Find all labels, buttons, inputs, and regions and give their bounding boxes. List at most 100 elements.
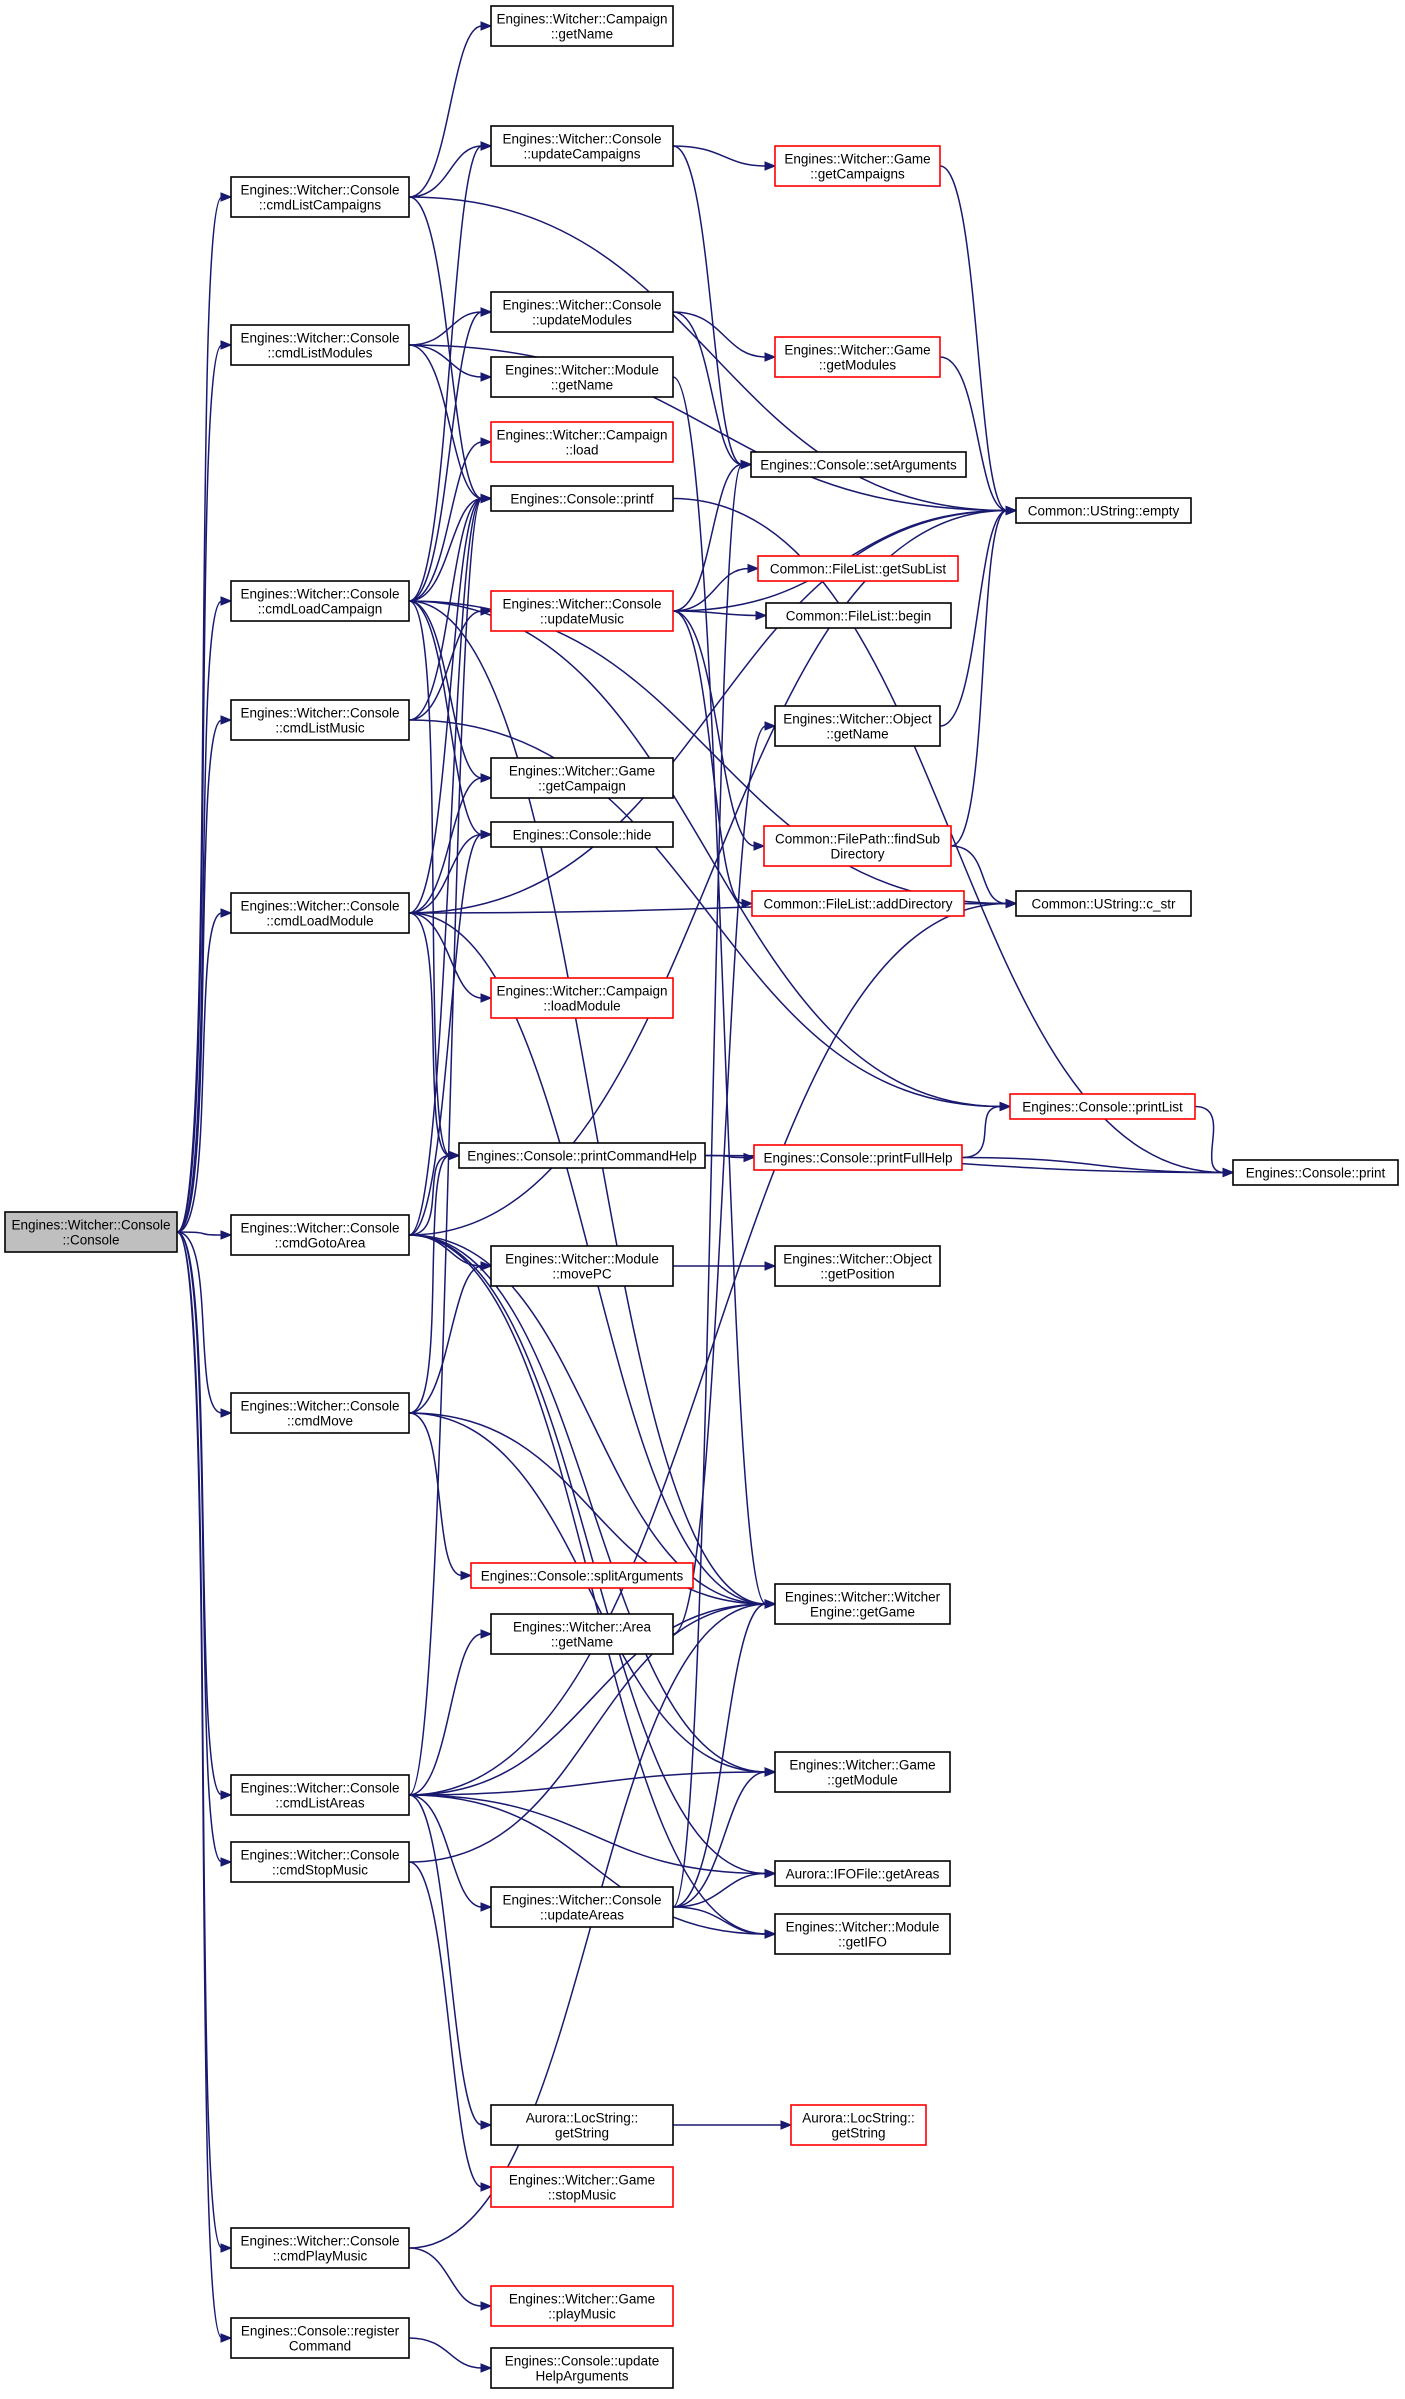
node-gameGetModule[interactable]: Engines::Witcher::Game::getModule xyxy=(774,1751,951,1793)
node-label: Engines::Witcher::Witcher xyxy=(785,1590,941,1605)
node-cmdGotoArea[interactable]: Engines::Witcher::Console::cmdGotoArea xyxy=(230,1214,410,1256)
node-cmdStopMusic[interactable]: Engines::Witcher::Console::cmdStopMusic xyxy=(230,1841,410,1883)
node-gameGetCampaign[interactable]: Engines::Witcher::Game::getCampaign xyxy=(490,757,674,799)
edge-root-to-cmdGotoArea xyxy=(176,1231,223,1236)
edge-root-to-cmdLoadModule xyxy=(176,912,223,1233)
node-label: ::updateModules xyxy=(532,313,632,328)
node-cmdLoadModule[interactable]: Engines::Witcher::Console::cmdLoadModule xyxy=(230,892,410,934)
node-box xyxy=(1232,1159,1399,1186)
node-getIFO[interactable]: Engines::Witcher::Module::getIFO xyxy=(774,1913,951,1955)
node-campaignGetName[interactable]: Engines::Witcher::Campaign::getName xyxy=(490,5,674,47)
arrowhead xyxy=(480,141,493,151)
node-label: Engines::Console::printFullHelp xyxy=(763,1151,952,1166)
node-updateMusic[interactable]: Engines::Witcher::Console::updateMusic xyxy=(490,590,674,632)
node-addDirectory[interactable]: Common::FileList::addDirectory xyxy=(751,890,965,917)
edge-cmdMove-to-printCommandHelp xyxy=(408,1154,451,1414)
node-print[interactable]: Engines::Console::print xyxy=(1232,1159,1399,1186)
node-cmdListCampaigns[interactable]: Engines::Witcher::Console::cmdListCampai… xyxy=(230,176,410,218)
arrowhead xyxy=(480,773,493,783)
node-label: ::cmdMove xyxy=(287,1414,353,1429)
node-box xyxy=(750,451,967,478)
node-ustringEmpty[interactable]: Common::UString::empty xyxy=(1015,497,1192,524)
node-cmdListAreas[interactable]: Engines::Witcher::Console::cmdListAreas xyxy=(230,1774,410,1816)
node-getAreas[interactable]: Aurora::IFOFile::getAreas xyxy=(774,1860,951,1887)
node-gameGetCampaigns[interactable]: Engines::Witcher::Game::getCampaigns xyxy=(774,145,941,187)
edge-cmdListAreas-to-getIFO xyxy=(408,1794,767,1935)
arrowhead xyxy=(764,352,777,362)
node-getSubList[interactable]: Common::FileList::getSubList xyxy=(757,555,959,582)
edge-root-to-cmdStopMusic xyxy=(176,1231,223,1863)
node-label: Engines::Witcher::Module xyxy=(505,1252,659,1267)
node-box xyxy=(774,1751,951,1793)
node-updateCampaigns[interactable]: Engines::Witcher::Console::updateCampaig… xyxy=(490,125,674,167)
edge-cmdGotoArea-to-gameGetModule xyxy=(408,1234,767,1773)
node-root[interactable]: Engines::Witcher::Console::Console xyxy=(4,1211,178,1253)
node-label: Common::UString::empty xyxy=(1028,504,1180,519)
node-loadModule[interactable]: Engines::Witcher::Campaign::loadModule xyxy=(490,977,674,1019)
node-gameGetModules[interactable]: Engines::Witcher::Game::getModules xyxy=(774,336,941,378)
node-label: Engines::Witcher::Game xyxy=(509,764,655,779)
node-splitArguments[interactable]: Engines::Console::splitArguments xyxy=(470,1562,694,1589)
node-stopMusic[interactable]: Engines::Witcher::Game::stopMusic xyxy=(490,2166,674,2208)
node-label: Directory xyxy=(830,847,884,862)
node-cmdMove[interactable]: Engines::Witcher::Console::cmdMove xyxy=(230,1392,410,1434)
edge-root-to-cmdListMusic xyxy=(176,719,223,1233)
edge-cmdListModules-to-moduleGetName xyxy=(408,344,483,378)
node-label: Common::FileList::begin xyxy=(786,609,932,624)
edge-printFullHelp-to-print xyxy=(961,1156,1225,1174)
node-box xyxy=(490,1886,674,1928)
edge-cmdStopMusic-to-stopMusic xyxy=(408,1861,483,2188)
node-box xyxy=(490,125,674,167)
node-objectGetName[interactable]: Engines::Witcher::Object::getName xyxy=(774,705,941,747)
node-updateModules[interactable]: Engines::Witcher::Console::updateModules xyxy=(490,291,674,333)
node-playMusic[interactable]: Engines::Witcher::Game::playMusic xyxy=(490,2285,674,2327)
node-label: Engines::Console::hide xyxy=(513,828,652,843)
edge-cmdGotoArea-to-printf xyxy=(408,497,483,1236)
node-updateAreas[interactable]: Engines::Witcher::Console::updateAreas xyxy=(490,1886,674,1928)
node-fileListBegin[interactable]: Common::FileList::begin xyxy=(765,602,952,629)
node-box xyxy=(1009,1093,1196,1120)
node-label: Engines::Console::printf xyxy=(510,492,654,507)
node-setArguments[interactable]: Engines::Console::setArguments xyxy=(750,451,967,478)
node-label: ::cmdListMusic xyxy=(275,721,365,736)
edge-cmdListAreas-to-ustringCStr xyxy=(408,902,1008,1796)
arrowhead xyxy=(220,1230,233,1240)
node-cmdListMusic[interactable]: Engines::Witcher::Console::cmdListMusic xyxy=(230,699,410,741)
node-printList[interactable]: Engines::Console::printList xyxy=(1009,1093,1196,1120)
node-hide[interactable]: Engines::Console::hide xyxy=(490,821,674,848)
node-printCommandHelp[interactable]: Engines::Console::printCommandHelp xyxy=(458,1142,706,1169)
node-objectGetPosition[interactable]: Engines::Witcher::Object::getPosition xyxy=(774,1245,941,1287)
node-label: Common::UString::c_str xyxy=(1031,897,1176,912)
node-label: Engines::Witcher::Console xyxy=(502,298,661,313)
edge-cmdListAreas-to-getGame xyxy=(408,1603,767,1796)
node-cmdPlayMusic[interactable]: Engines::Witcher::Console::cmdPlayMusic xyxy=(230,2227,410,2269)
node-movePC[interactable]: Engines::Witcher::Module::movePC xyxy=(490,1245,674,1287)
node-label: getString xyxy=(831,2126,885,2141)
arrowhead xyxy=(220,340,233,350)
arrowhead xyxy=(480,1261,493,1271)
node-cmdLoadCampaign[interactable]: Engines::Witcher::Console::cmdLoadCampai… xyxy=(230,580,410,622)
edge-cmdMove-to-splitArguments xyxy=(408,1412,463,1577)
node-moduleGetName[interactable]: Engines::Witcher::Module::getName xyxy=(490,356,674,398)
node-printf[interactable]: Engines::Console::printf xyxy=(490,485,674,512)
node-label: Common::FileList::getSubList xyxy=(770,562,947,577)
edge-cmdListModules-to-ustringEmpty xyxy=(408,344,1008,512)
node-printFullHelp[interactable]: Engines::Console::printFullHelp xyxy=(753,1144,963,1171)
node-areaGetName[interactable]: Engines::Witcher::Area::getName xyxy=(490,1613,674,1655)
node-label: ::cmdListAreas xyxy=(275,1796,365,1811)
node-box xyxy=(763,825,952,867)
node-locGetString2[interactable]: Aurora::LocString::getString xyxy=(790,2104,927,2146)
edge-updateMusic-to-fileListBegin xyxy=(672,610,758,617)
node-label: ::getPosition xyxy=(820,1267,894,1282)
node-label: Engines::Console::printCommandHelp xyxy=(467,1149,697,1164)
node-cmdListModules[interactable]: Engines::Witcher::Console::cmdListModule… xyxy=(230,324,410,366)
arrowhead xyxy=(780,2120,793,2130)
node-locGetString[interactable]: Aurora::LocString::getString xyxy=(490,2104,674,2146)
node-campaignLoad[interactable]: Engines::Witcher::Campaign::load xyxy=(490,421,674,463)
node-box xyxy=(490,2104,674,2146)
node-ustringCStr[interactable]: Common::UString::c_str xyxy=(1015,890,1192,917)
